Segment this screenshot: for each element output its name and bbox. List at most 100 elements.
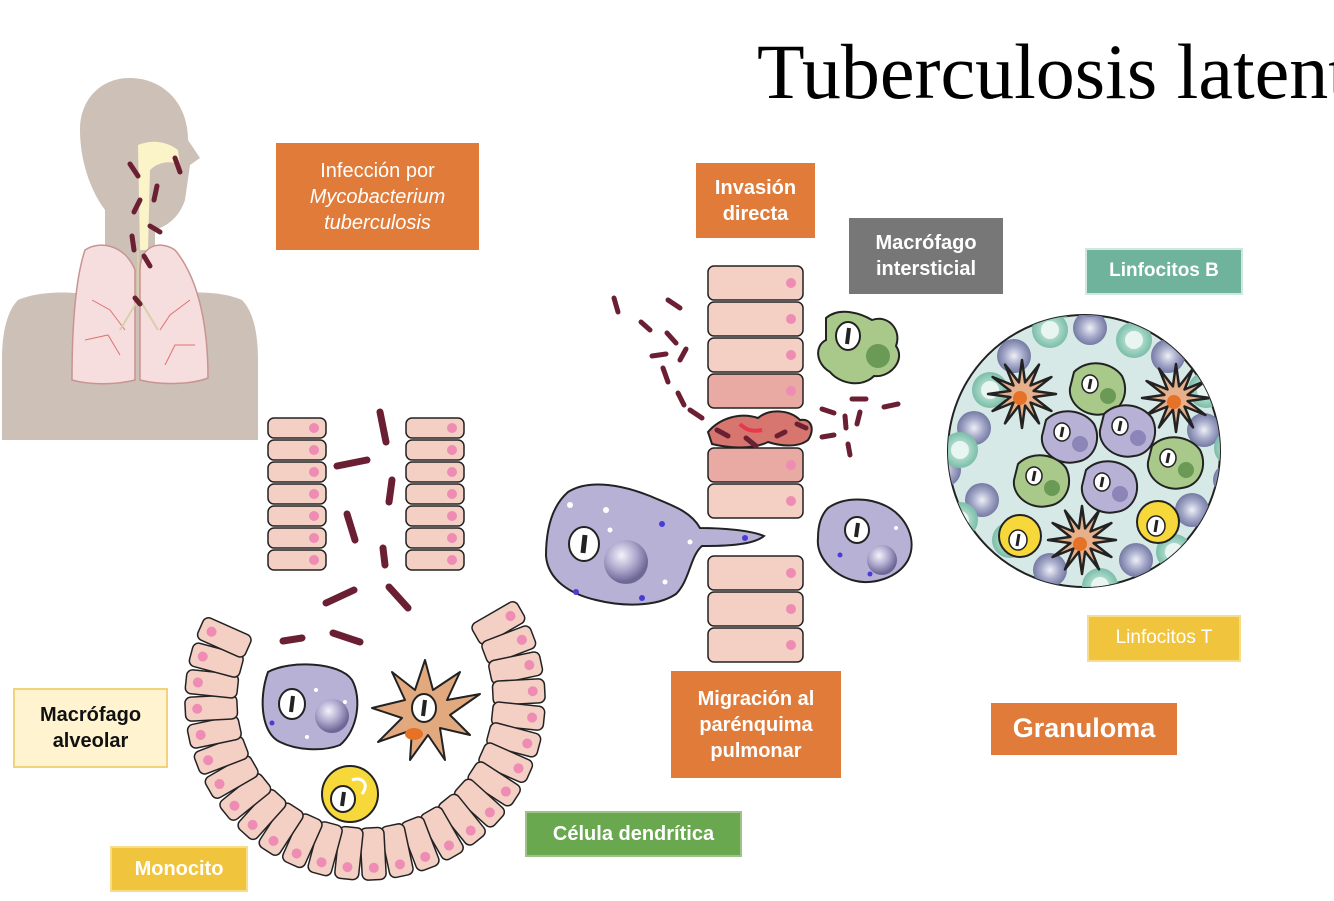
epithelial-cell <box>405 549 465 571</box>
epithelial-cell <box>707 301 804 337</box>
epithelial-cell <box>405 461 465 483</box>
human-silhouette <box>2 78 258 440</box>
label-monocito: Monocito <box>110 846 248 892</box>
label-macrofago-alveolar-line2: alveolar <box>52 730 129 752</box>
granuloma-bacillus <box>1059 426 1065 438</box>
granuloma-bacillus <box>1031 470 1037 482</box>
label-macrofago-intersticial: Macrófago intersticial <box>849 218 1003 294</box>
alveolus <box>184 417 546 881</box>
epithelial-cell <box>437 793 486 846</box>
granuloma <box>947 291 1241 588</box>
granuloma-bacillus <box>1099 476 1105 488</box>
label-macrofago-alveolar-line1: Macrófago <box>39 704 142 726</box>
epithelial-wall <box>707 265 804 663</box>
label-invasion-line1: Invasión <box>714 176 797 199</box>
epithelial-cell <box>707 483 804 519</box>
b-lymphocyte <box>1073 315 1107 345</box>
migrating-macrophage-cell <box>544 483 766 606</box>
t-lymphocyte-center <box>1051 291 1069 309</box>
bacilli-invasion <box>611 295 901 458</box>
granuloma-bacillus <box>1087 378 1093 390</box>
epithelial-cell <box>707 447 804 483</box>
label-linfocitos-b: Linfocitos B <box>1085 248 1243 295</box>
epithelial-cell <box>267 483 327 505</box>
b-lymphocyte <box>1213 463 1220 497</box>
epithelial-cell <box>184 669 240 699</box>
label-infeccion-line1: Infección por <box>320 159 435 182</box>
monocyte-cell <box>321 765 379 823</box>
t-lymphocyte-center <box>951 441 969 459</box>
t-lymphocyte <box>982 572 1018 587</box>
epithelial-cell <box>193 735 249 775</box>
epithelial-cell <box>707 265 804 301</box>
label-migracion-line2: parénquima <box>699 713 813 736</box>
epithelial-cell <box>184 694 239 722</box>
epithelial-cell <box>405 527 465 549</box>
granuloma-macrophage-nucleus <box>1178 462 1194 478</box>
epithelial-cell <box>219 772 272 821</box>
label-celula-dendritica: Célula dendrítica <box>525 811 742 857</box>
label-linfocitos-t: Linfocitos T <box>1087 615 1241 662</box>
b-lymphocyte <box>997 339 1031 373</box>
epithelial-cell <box>267 527 327 549</box>
epithelial-cell <box>405 439 465 461</box>
label-infeccion: Infección por Mycobacterium tuberculosis <box>276 143 479 250</box>
label-infeccion-line3: tuberculosis <box>324 211 431 234</box>
epithelial-cell <box>491 678 546 706</box>
label-macrofago-intersticial-line1: Macrófago <box>875 232 977 254</box>
bacilli-alveolus <box>279 408 412 646</box>
granuloma-macrophage-nucleus <box>1072 436 1088 452</box>
epithelial-cell <box>400 816 440 872</box>
t-lymphocyte <box>1042 315 1078 318</box>
b-lymphocyte <box>1119 543 1153 577</box>
alveolar-macrophage-cell <box>261 663 359 751</box>
label-macrofago-alveolar: Macrófago alveolar <box>13 688 168 768</box>
label-invasion-line2: directa <box>722 202 789 225</box>
granuloma-dendritic-nucleus <box>1013 391 1027 405</box>
epithelial-cell <box>707 337 804 373</box>
bacilli-airway <box>127 155 183 307</box>
b-lymphocyte <box>1033 553 1067 587</box>
dendritic-cell-alveolus <box>371 659 481 761</box>
granuloma-dendritic-nucleus <box>1167 395 1181 409</box>
b-lymphocyte <box>1151 339 1185 373</box>
t-lymphocyte-center <box>991 581 1009 587</box>
granuloma-macrophage-nucleus <box>1044 480 1060 496</box>
granuloma-bacillus <box>1117 420 1123 432</box>
t-lymphocyte-center <box>1223 439 1241 457</box>
granuloma-bacillus <box>1165 452 1171 464</box>
epithelial-cell <box>196 616 252 658</box>
t-lymphocyte-center <box>1091 577 1109 587</box>
granuloma-macrophage-nucleus <box>1130 430 1146 446</box>
t-lymphocyte-center <box>1125 331 1143 349</box>
t-lymphocyte <box>1202 522 1220 558</box>
label-invasion: Invasión directa <box>696 163 815 238</box>
epithelial-cell <box>707 373 804 409</box>
epithelial-cell <box>186 715 242 749</box>
epithelial-cell <box>267 505 327 527</box>
label-macrofago-intersticial-line2: intersticial <box>875 258 977 280</box>
granuloma-monocyte-bacillus <box>1015 533 1021 547</box>
granuloma-monocyte-bacillus <box>1153 519 1159 533</box>
page-title: Tuberculosis latente <box>757 28 1334 115</box>
epithelial-cell <box>267 417 327 439</box>
small-macrophage-cell <box>816 498 913 583</box>
epithelial-cell <box>707 591 804 627</box>
epithelial-cell <box>405 505 465 527</box>
b-lymphocyte <box>1187 413 1220 447</box>
epithelial-cell <box>267 549 327 571</box>
label-infeccion-line2: Mycobacterium <box>309 185 446 208</box>
label-migracion-line1: Migración al <box>697 687 815 710</box>
damaged-cell <box>706 410 813 449</box>
granuloma-dendritic-nucleus <box>1073 537 1087 551</box>
epithelial-cell <box>405 483 465 505</box>
label-migracion: Migración al parénquima pulmonar <box>671 671 841 778</box>
t-lymphocyte-center <box>1041 321 1059 339</box>
t-lymphocyte-center <box>1211 531 1220 549</box>
granuloma-macrophage-nucleus <box>1112 486 1128 502</box>
b-lymphocyte <box>1175 493 1209 527</box>
epithelial-cell <box>334 825 364 881</box>
epithelial-cell <box>267 461 327 483</box>
epithelial-cell <box>359 826 387 881</box>
